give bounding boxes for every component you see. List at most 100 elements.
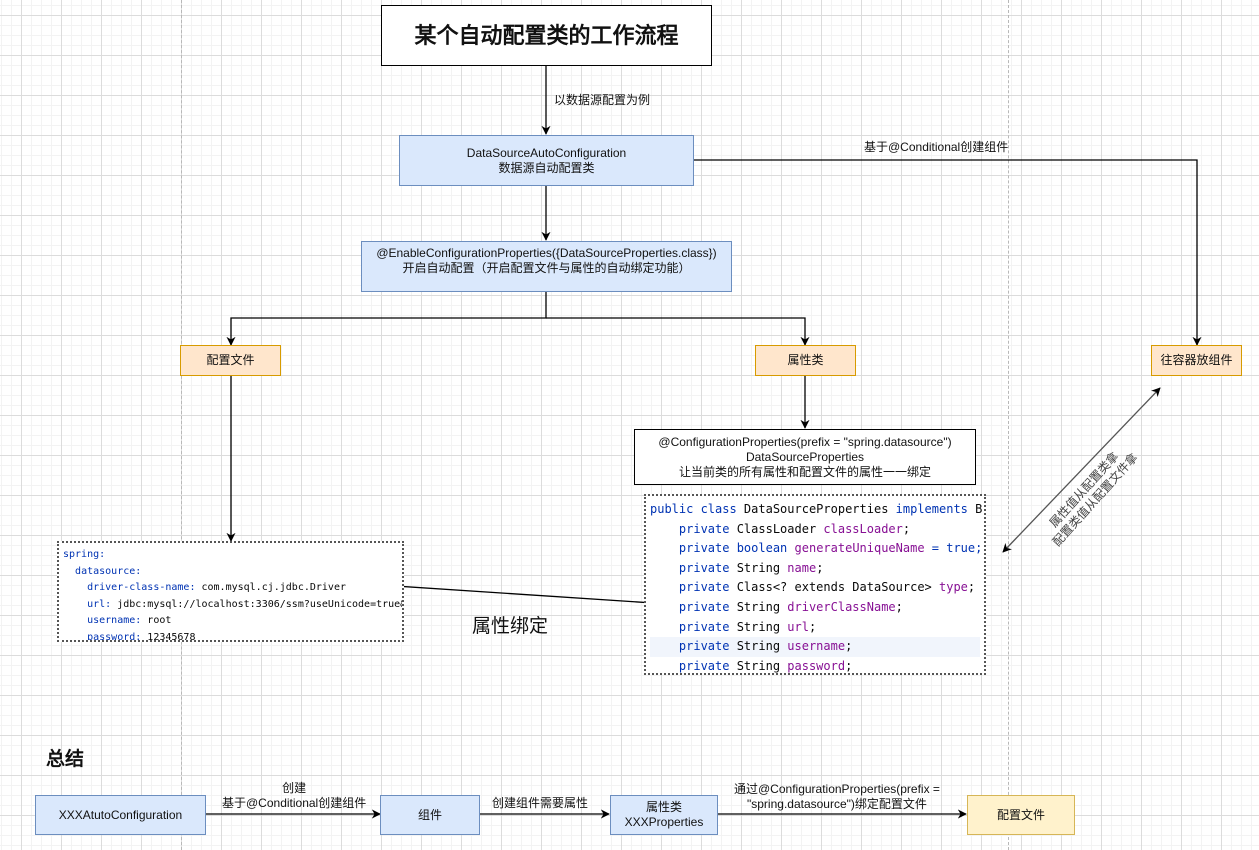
java-field-name: password (787, 658, 846, 673)
yaml-value: 12345678 (141, 631, 196, 642)
java-suffix: ; (967, 580, 976, 595)
java-suffix: ; (845, 658, 853, 673)
yaml-value: jdbc:mysql://localhost:3306/ssm?useUnico… (111, 598, 404, 610)
yaml-key: url: (87, 598, 112, 610)
yaml-root-key: spring: (63, 549, 106, 560)
java-field: private String name; (679, 561, 824, 575)
yaml-key: driver-class-name: (87, 582, 196, 593)
yaml-value: root (141, 615, 172, 626)
node-line: 让当前类的所有属性和配置文件的属性一一绑定 (678, 464, 931, 479)
java-modifier: private (678, 619, 730, 634)
summary-edge-label-needs-props: 创建组件需要属性 (492, 796, 589, 810)
edge-enable-to-config-file (226, 292, 547, 346)
node-line: DataSourceProperties (745, 449, 865, 464)
java-type: String (729, 560, 788, 575)
summary-node-config-file[interactable]: 配置文件 (967, 795, 1075, 835)
java-suffix: ; (808, 619, 817, 634)
diagram-title-text: 某个自动配置类的工作流程 (414, 23, 679, 48)
java-suffix: ; (902, 521, 911, 536)
java-modifier: private (678, 560, 730, 575)
summary-node-autoconfig[interactable]: XXXAtutoConfiguration (35, 795, 206, 835)
java-field-name: driverClassName (787, 599, 896, 614)
summary-node-properties[interactable]: 属性类 XXXProperties (610, 795, 718, 835)
java-type: String (729, 658, 788, 673)
edge-label-line: 通过@ConfigurationProperties(prefix = (734, 782, 940, 796)
java-header: public class DataSourceProperties implem… (650, 502, 982, 516)
java-suffix: = true; (924, 541, 983, 556)
java-type: ClassLoader (729, 521, 824, 536)
java-highlighted-line: private String username; (650, 637, 980, 657)
edge-label-line: 基于@Conditional创建组件 (222, 796, 367, 810)
summary-edge-label-bind: 通过@ConfigurationProperties(prefix = "spr… (734, 782, 940, 812)
node-label: 往容器放组件 (1160, 353, 1233, 367)
java-suffix: ; (816, 560, 824, 575)
node-datasource-autoconfiguration[interactable]: DataSourceAutoConfiguration 数据源自动配置类 (399, 135, 694, 186)
java-suffix: ; (895, 599, 903, 614)
java-field: private boolean generateUniqueName = tru… (679, 541, 982, 555)
java-field-name: type (939, 580, 968, 595)
summary-edge-label-create: 创建 基于@Conditional创建组件 (222, 781, 366, 811)
yaml-entry: username: root (87, 615, 171, 626)
edge-label-conditional: 基于@Conditional创建组件 (864, 140, 1009, 154)
java-type: Class<? extends DataSource> (729, 580, 939, 595)
java-class-name: DataSourceProperties (736, 502, 896, 516)
yaml-config-snippet[interactable]: spring: datasource: driver-class-name: c… (57, 541, 404, 642)
yaml-entry: url: jdbc:mysql://localhost:3306/ssm?use… (87, 598, 404, 610)
java-field: private String password; (679, 659, 852, 673)
node-label: 组件 (417, 807, 442, 822)
node-line: XXXProperties (624, 815, 704, 829)
node-property-class[interactable]: 属性类 (755, 345, 856, 376)
java-modifier: private (678, 521, 730, 536)
node-line: 开启自动配置（开启配置文件与属性的自动绑定功能） (402, 261, 691, 275)
node-label: 配置文件 (996, 807, 1045, 822)
binding-label: 属性绑定 (472, 616, 549, 637)
node-container[interactable]: 往容器放组件 (1151, 345, 1242, 376)
java-type: String (729, 639, 788, 654)
node-line: @ConfigurationProperties(prefix = "sprin… (658, 434, 952, 449)
java-field: private String driverClassName; (679, 600, 903, 614)
edge-label-example: 以数据源配置为例 (554, 93, 651, 107)
node-line: @EnableConfigurationProperties({DataSour… (376, 246, 717, 260)
java-type: String (729, 619, 788, 634)
node-label: 属性类 (787, 353, 824, 367)
node-line: 属性类 (645, 800, 682, 814)
yaml-value: com.mysql.cj.jdbc.Driver (195, 582, 346, 593)
edge-label-line: "spring.datasource")绑定配置文件 (747, 797, 927, 811)
yaml-key: username: (87, 615, 142, 626)
summary-node-component[interactable]: 组件 (380, 795, 480, 835)
node-enable-configuration-properties[interactable]: @EnableConfigurationProperties({DataSour… (361, 241, 732, 292)
java-field: private ClassLoader classLoader; (679, 522, 910, 536)
java-modifier: private (678, 658, 730, 673)
java-modifier: private (678, 599, 730, 614)
java-class-snippet[interactable]: public class DataSourceProperties implem… (644, 494, 986, 675)
java-field: private Class<? extends DataSource> type… (679, 580, 975, 594)
java-field: private String url; (679, 620, 816, 634)
yaml-entry: driver-class-name: com.mysql.cj.jdbc.Dri… (87, 582, 346, 593)
node-config-file[interactable]: 配置文件 (180, 345, 281, 376)
java-field-name: url (787, 619, 809, 634)
node-label: XXXAtutoConfiguration (58, 807, 183, 822)
diagram-title: 某个自动配置类的工作流程 (381, 5, 712, 66)
java-text: B (967, 502, 983, 516)
java-suffix: ; (845, 639, 853, 654)
java-modifier: private (678, 639, 730, 654)
java-modifier: private (678, 580, 730, 595)
java-field-name: classLoader (823, 521, 903, 536)
edge-autoconfig-to-container (694, 159, 1202, 346)
java-modifier: private (678, 541, 730, 556)
java-field-name: generateUniqueName (794, 541, 925, 556)
java-field-name: name (787, 560, 817, 575)
summary-heading: 总结 (46, 749, 85, 770)
java-type: String (729, 599, 788, 614)
node-configuration-properties[interactable]: @ConfigurationProperties(prefix = "sprin… (634, 429, 976, 485)
edge-enable-to-property-class (546, 317, 810, 346)
java-keyword: implements (895, 502, 968, 516)
node-label: 配置文件 (206, 353, 255, 367)
edge-label-line: 创建 (282, 781, 307, 795)
page-break-line (181, 0, 182, 850)
yaml-datasource-key: datasource: (75, 565, 142, 577)
java-field-name: username (787, 639, 846, 654)
yaml-key: password: (87, 631, 142, 642)
java-keyword: public class (650, 502, 737, 516)
